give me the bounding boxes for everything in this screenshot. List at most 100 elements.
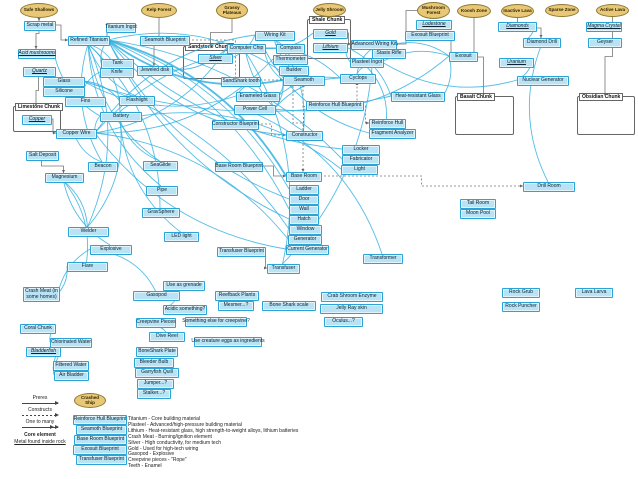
node-refined-titanium[interactable]: Refined Titanium <box>68 36 110 46</box>
node-exosuit-blueprint[interactable]: Exosuit Blueprint <box>405 31 455 41</box>
node-jumper[interactable]: Jumper...? <box>137 379 174 389</box>
node-nuclear-generator[interactable]: Nuclear Generator <box>517 76 569 86</box>
node-sandshark-tooth[interactable]: SandShark tooth <box>221 77 261 87</box>
node-fragment-analyzer[interactable]: Fragment Analyzer <box>369 129 416 139</box>
node-crab-shroom-enzyme[interactable]: Crab Shroom Enzyme <box>321 292 383 302</box>
node-rock-puncher[interactable]: Rock Puncher <box>502 302 540 312</box>
node-chlorinated-water[interactable]: Chlorinated Water <box>50 338 92 348</box>
node-bleeder-bulb[interactable]: Bleeder Bulb <box>134 358 174 368</box>
node-flare[interactable]: Flare <box>67 262 108 272</box>
node-constructor-blueprint[interactable]: Constructor Blueprint <box>212 120 259 130</box>
node-acid-mushrooms[interactable]: Acid mushrooms <box>18 49 56 59</box>
node-light[interactable]: Light <box>341 165 378 175</box>
node-knife[interactable]: Knife <box>100 68 134 78</box>
node-explosive[interactable]: Explosive <box>90 245 132 255</box>
node-garryfish-quill[interactable]: Garryfish Quill <box>135 368 179 378</box>
node-transfuser[interactable]: Transfuser <box>267 264 300 274</box>
node-cs-seamoth-blueprint[interactable]: Seamoth Blueprint <box>76 425 127 435</box>
node-bone-shark-scale[interactable]: Bone Shark scale <box>262 301 316 311</box>
biome-mushroom-forest[interactable]: Mushroom Forest <box>417 2 450 19</box>
node-builder[interactable]: Builder <box>279 66 309 76</box>
biome-safe-shallows[interactable]: Safe Shallows <box>20 3 58 18</box>
node-base-room-blueprint[interactable]: Base Room Blueprint <box>215 162 263 172</box>
node-cyclops[interactable]: Cyclops <box>340 74 376 84</box>
group-obsidian-chunk[interactable]: Obsidian Chunk <box>577 93 635 135</box>
node-transformer[interactable]: Transformer <box>363 254 403 264</box>
node-use-as-grenade[interactable]: Use as grenade <box>163 281 205 291</box>
node-seaglide[interactable]: SeaGlide <box>143 161 178 171</box>
node-flashlight[interactable]: Flashlight <box>119 96 155 106</box>
node-filtered-water[interactable]: Filtered Water <box>53 361 89 371</box>
node-mesmer[interactable]: Mesmer...? <box>218 301 254 311</box>
node-compass[interactable]: Compass <box>276 44 305 54</box>
node-pipe[interactable]: Pipe <box>146 186 178 196</box>
node-magma-crystal[interactable]: Magma Crystal <box>586 22 622 32</box>
node-silicone[interactable]: Silicone <box>43 87 85 97</box>
group-limestone-chunk[interactable]: Limestone Chunk <box>13 103 63 132</box>
biome-kelp-forest[interactable]: Kelp Forest <box>141 3 177 18</box>
node-salt-deposit[interactable]: Salt Deposit <box>26 151 59 161</box>
node-cs-exosuit-blueprint[interactable]: Exosuit Blueprint <box>73 445 127 455</box>
biome-grassy-plateaus[interactable]: Grassy Plateaus <box>216 2 248 19</box>
node-wiring-kit[interactable]: Wiring Kit <box>255 31 295 41</box>
node-base-room[interactable]: Base Room <box>286 172 322 182</box>
node-gasopod[interactable]: Gasopod <box>133 291 180 301</box>
node-titanium-ingot[interactable]: Titanium Ingot <box>105 23 137 33</box>
node-reinforce-hull-blueprint[interactable]: Reinforce Hull Blueprint <box>306 101 364 111</box>
node-crash-meat[interactable]: Crash Meat (in some homes) <box>23 287 60 302</box>
node-glass[interactable]: Glass <box>43 77 85 87</box>
biome-jelly-shroom[interactable]: Jelly Shroom <box>313 3 346 17</box>
node-ladder[interactable]: Ladder <box>289 185 319 195</box>
node-plasteel-ingot[interactable]: Plasteel Ingot <box>350 58 384 68</box>
node-bladderfish[interactable]: Bladderfish <box>26 347 61 357</box>
biome-crashed-ship[interactable]: Crashed Ship <box>74 393 106 408</box>
node-battery[interactable]: Battery <box>100 112 142 122</box>
node-rock-grub[interactable]: Rock Grub <box>502 288 540 298</box>
node-stalker[interactable]: Stalker...? <box>137 389 171 399</box>
node-reinforce-hull[interactable]: Reinforce Hull <box>369 119 406 129</box>
node-gravsphere[interactable]: GravSphere <box>142 208 180 218</box>
node-beacon[interactable]: Beacon <box>88 162 118 172</box>
node-magnesium[interactable]: Magnesium <box>45 173 84 183</box>
node-cs-base-room-blueprint[interactable]: Base Room Blueprint <box>74 435 127 445</box>
node-acidic-something[interactable]: Acidic something? <box>163 305 207 315</box>
node-use-creature-eggs[interactable]: Use creature eggs as ingredients <box>191 337 265 347</box>
node-air-bladder[interactable]: Air Bladder <box>54 371 89 381</box>
node-fins[interactable]: Fins <box>65 97 106 107</box>
biome-inactive-lava[interactable]: Inactive Lava <box>501 4 534 18</box>
node-drill-room[interactable]: Drill Room <box>523 182 575 192</box>
node-locker[interactable]: Locker <box>342 145 380 155</box>
node-exosuit[interactable]: Exosuit <box>449 52 478 62</box>
node-heat-resistant-glass[interactable]: Heat-resistant Glass <box>391 92 445 102</box>
node-copper-wire[interactable]: Copper Wire <box>56 129 97 139</box>
node-jelly-ray-skin[interactable]: Jelly Ray skin <box>320 304 383 314</box>
node-welder[interactable]: Welder <box>68 227 109 237</box>
node-jeweled-disk[interactable]: Jeweled disk <box>137 66 173 76</box>
group-basalt-chunk[interactable]: Basalt Chunk <box>455 93 514 135</box>
node-coral-chunk[interactable]: Coral Chunk <box>20 324 56 334</box>
node-dive-reel[interactable]: Dive Reel <box>149 332 185 342</box>
node-door[interactable]: Door <box>289 195 319 205</box>
node-generator[interactable]: Generator <box>288 235 322 245</box>
node-oculus[interactable]: Oculus...? <box>324 317 363 327</box>
node-cs-reinforce-hull-blueprint[interactable]: Reinforce Hull Blueprint <box>73 415 127 425</box>
node-gold[interactable]: Gold <box>313 29 348 39</box>
node-enameled-glass[interactable]: Enameled Glass <box>236 92 280 102</box>
node-diamond-drill[interactable]: Diamond Drill <box>523 38 561 48</box>
node-led-light[interactable]: LED light <box>164 232 199 242</box>
node-lithium[interactable]: Lithium <box>313 43 348 53</box>
node-window[interactable]: Window <box>289 225 322 235</box>
node-seamoth-blueprint[interactable]: Seamoth Blueprint <box>140 36 190 46</box>
biome-sparse-zone[interactable]: Sparse Zone <box>545 4 579 17</box>
node-fabricator[interactable]: Fabricator <box>342 155 380 165</box>
node-seamoth[interactable]: Seamoth <box>283 76 325 86</box>
node-reefback-plants[interactable]: Reefback Plants <box>215 291 259 301</box>
node-hatch[interactable]: Hatch <box>289 215 319 225</box>
node-moon-pool[interactable]: Moon Pool <box>460 209 496 219</box>
node-quartz[interactable]: Quartz <box>23 67 56 77</box>
node-scrap-metal[interactable]: Scrap metal <box>24 21 56 31</box>
node-boneshark-plate[interactable]: BoneShark Plate <box>136 347 178 357</box>
node-silver[interactable]: Silver <box>198 54 233 64</box>
node-creepvine-pieces[interactable]: Creepvine Pieces <box>136 318 176 328</box>
node-transfuser-blueprint[interactable]: Transfuser Blueprint <box>217 247 266 257</box>
